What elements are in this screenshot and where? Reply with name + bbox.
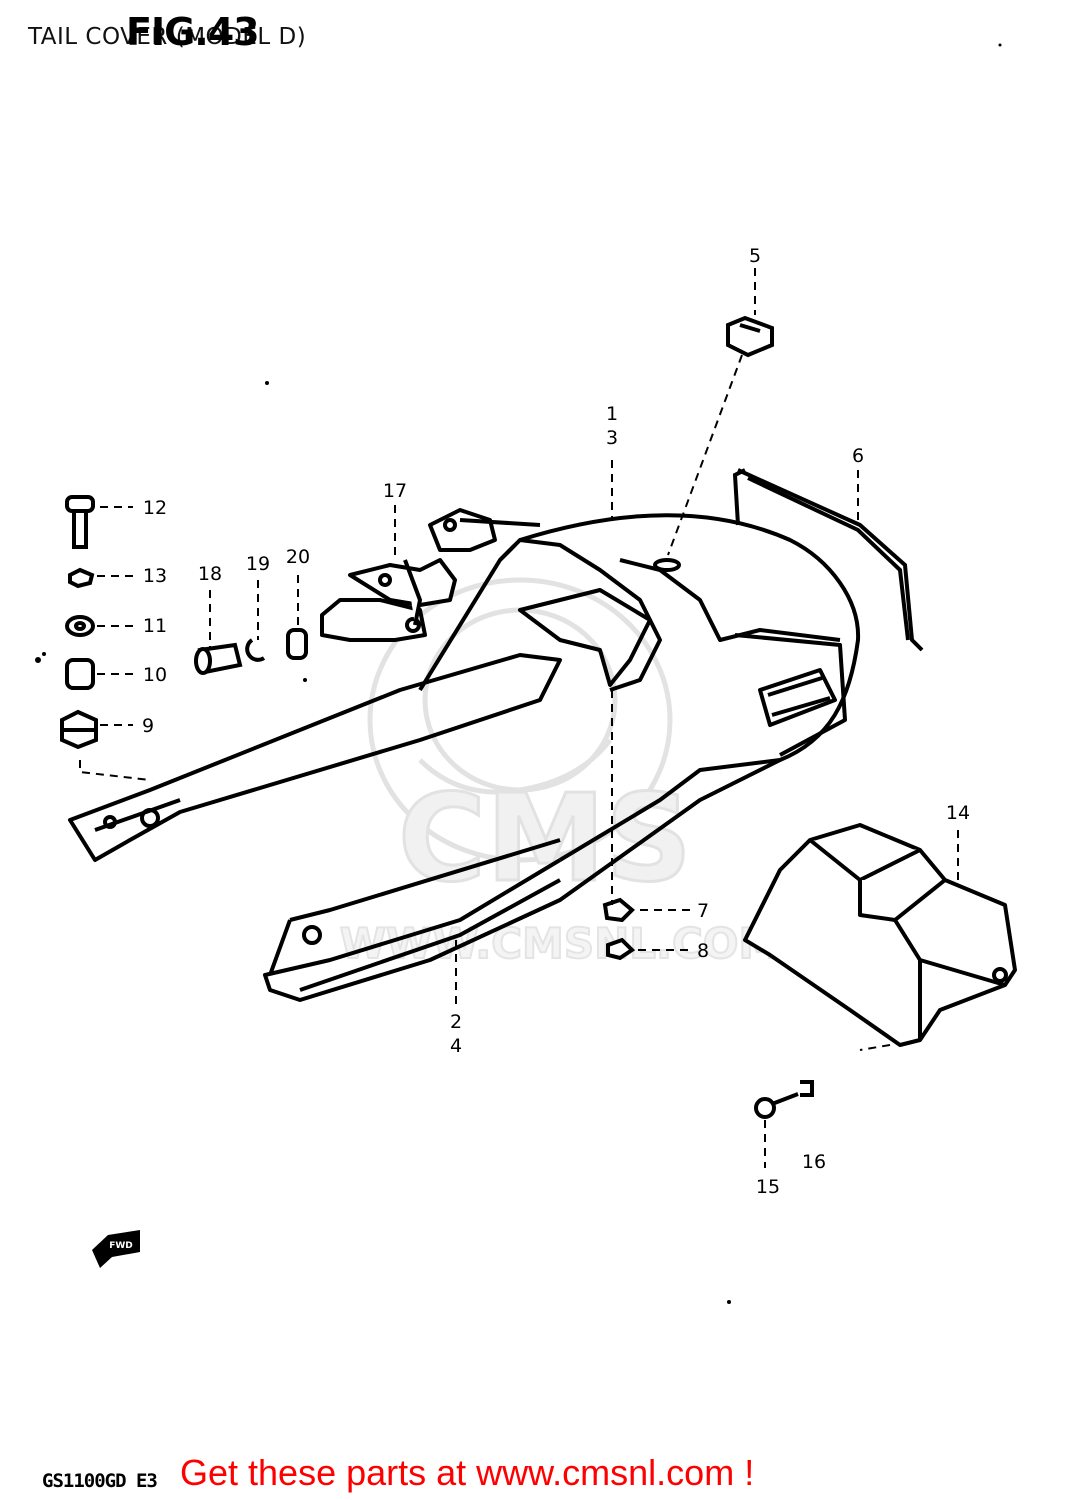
callout-20: 20 xyxy=(286,546,310,568)
callout-7: 7 xyxy=(697,900,709,922)
callout-9: 9 xyxy=(142,715,154,737)
callout-16: 16 xyxy=(802,1151,826,1173)
promo-link-text[interactable]: Get these parts at www.cmsnl.com ! xyxy=(180,1452,755,1493)
page-title: TAIL COVER (MODEL D) xyxy=(28,24,307,50)
callout-19: 19 xyxy=(246,553,270,575)
watermark-logo: CMS WWW.CMSNL.COM xyxy=(339,577,781,969)
callout-8: 8 xyxy=(697,940,709,962)
callout-14: 14 xyxy=(946,802,970,824)
callout-4: 4 xyxy=(450,1035,462,1057)
callout-10: 10 xyxy=(143,664,167,686)
forward-direction-arrow: FWD xyxy=(92,1230,140,1268)
figure-label: FIG.43 xyxy=(126,10,260,54)
callout-11: 11 xyxy=(143,615,167,637)
callout-2: 2 xyxy=(450,1011,462,1033)
callout-6: 6 xyxy=(852,445,864,467)
model-code: GS1100GD E3 xyxy=(42,1470,158,1492)
part-callouts: 1 3 2 4 5 6 7 8 9 10 11 12 13 14 15 16 1… xyxy=(142,245,970,1198)
callout-1: 1 xyxy=(606,403,618,425)
callout-3: 3 xyxy=(606,427,618,449)
trim-strip-6 xyxy=(732,468,924,652)
scan-specks xyxy=(35,43,1002,1304)
fasteners-9-13 xyxy=(60,495,98,750)
seat-lock-17 xyxy=(320,508,541,642)
watermark-url-text: WWW.CMSNL.COM xyxy=(340,919,781,968)
leader-lines xyxy=(79,268,959,1168)
callout-18: 18 xyxy=(198,563,222,585)
tail-cover-frame xyxy=(68,513,861,1002)
callout-5: 5 xyxy=(749,245,761,267)
callout-17: 17 xyxy=(383,480,407,502)
small-parts-18-19-20 xyxy=(194,628,308,675)
callout-13: 13 xyxy=(143,565,167,587)
forward-arrow-label: FWD xyxy=(109,1241,133,1251)
callout-15: 15 xyxy=(756,1176,780,1198)
cover-14 xyxy=(743,823,1017,1047)
fasteners-7-8-15-16 xyxy=(602,897,814,1119)
callout-12: 12 xyxy=(143,497,167,519)
grommet-5 xyxy=(726,315,774,358)
